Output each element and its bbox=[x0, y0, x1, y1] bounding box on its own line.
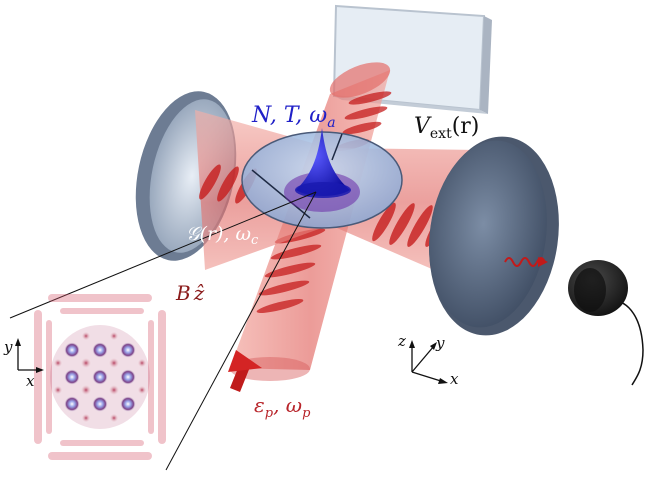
pump-label: εp, ωp bbox=[254, 393, 311, 421]
inset-y-label: y bbox=[3, 338, 13, 356]
inset-x-label: x bbox=[26, 372, 35, 390]
inset-pattern bbox=[34, 294, 166, 460]
main-axes bbox=[409, 340, 448, 384]
atom-cloud bbox=[295, 128, 351, 198]
projection-lines bbox=[9, 191, 317, 471]
main-z-label: z bbox=[397, 332, 406, 350]
inset-axes bbox=[15, 338, 44, 373]
main-y-label: y bbox=[435, 334, 445, 352]
pump-arrow bbox=[228, 350, 262, 392]
main-x-label: x bbox=[450, 370, 459, 388]
detector bbox=[568, 260, 644, 386]
atoms-label: N, T, ωa bbox=[251, 103, 336, 131]
right-mirror bbox=[429, 136, 559, 336]
potential-label: Vext(r) bbox=[414, 114, 479, 142]
photon-wave bbox=[504, 257, 548, 267]
cavity-label: 𝒢(r), ωc bbox=[186, 223, 259, 248]
